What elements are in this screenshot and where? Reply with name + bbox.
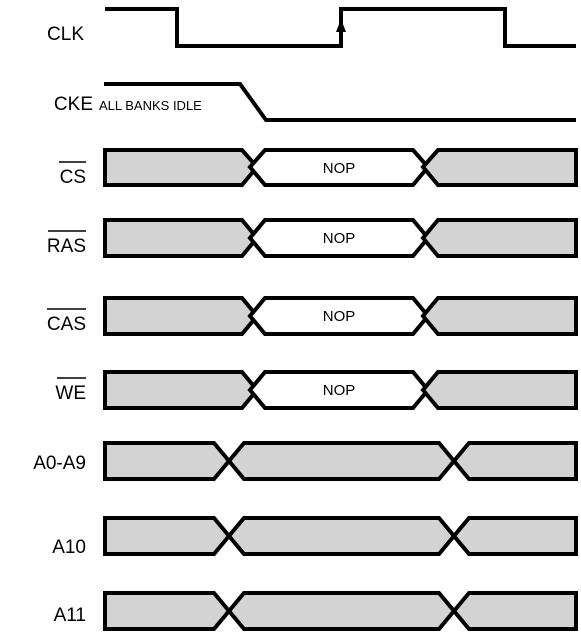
ras-bus-nop	[247, 218, 431, 258]
signal-row-a11: A11	[54, 591, 578, 631]
a0-a9-bus-middle	[226, 441, 457, 481]
signal-label-a10: A10	[52, 537, 86, 558]
signal-label-clk: CLK	[47, 24, 84, 45]
a0-a9-bus-before	[103, 441, 232, 481]
cas-bus-before	[103, 296, 260, 336]
a11-bus-after	[451, 591, 578, 631]
signal-row-cas: CAS NOP	[47, 296, 578, 336]
we-bus-nop	[247, 370, 431, 410]
cas-nop-label: NOP	[323, 308, 356, 325]
signal-row-clk: CLK	[47, 7, 576, 48]
ras-bus-after	[420, 218, 578, 258]
signal-label-a0-a9: A0-A9	[33, 453, 86, 474]
cas-bus-after	[420, 296, 578, 336]
we-bus-before	[103, 370, 260, 410]
cke-note-all-banks-idle: ALL BANKS IDLE	[99, 98, 202, 113]
signal-row-a10: A10	[52, 516, 578, 558]
signal-row-cke: CKE ALL BANKS IDLE	[54, 82, 576, 122]
signal-label-a11: A11	[54, 605, 86, 626]
we-nop-label: NOP	[323, 382, 356, 399]
ras-nop-label: NOP	[323, 230, 356, 247]
cs-bus-nop	[247, 148, 431, 187]
signal-row-we: WE NOP	[55, 370, 578, 410]
clk-rising-edge-arrow	[336, 19, 346, 32]
cke-waveform	[104, 82, 576, 122]
signal-label-we: WE	[55, 383, 86, 404]
signal-row-a0-a9: A0-A9	[33, 441, 578, 481]
signal-label-cs: CS	[60, 167, 86, 188]
a10-bus-middle	[226, 516, 457, 556]
a11-bus-middle	[226, 591, 457, 631]
a0-a9-bus-after	[451, 441, 578, 481]
signal-label-ras: RAS	[47, 236, 86, 257]
signal-label-cas: CAS	[47, 314, 86, 335]
cs-nop-label: NOP	[323, 160, 356, 177]
ras-bus-before	[103, 218, 260, 258]
cas-bus-nop	[247, 296, 431, 336]
a10-bus-after	[451, 516, 578, 556]
signal-row-ras: RAS NOP	[47, 218, 578, 258]
we-bus-after	[420, 370, 578, 410]
cs-bus-before	[103, 148, 260, 187]
signal-row-cs: CS NOP	[59, 148, 578, 188]
a10-bus-before	[103, 516, 232, 556]
a11-bus-before	[103, 591, 232, 631]
cs-bus-after	[420, 148, 578, 187]
signal-label-cke: CKE	[54, 94, 93, 115]
